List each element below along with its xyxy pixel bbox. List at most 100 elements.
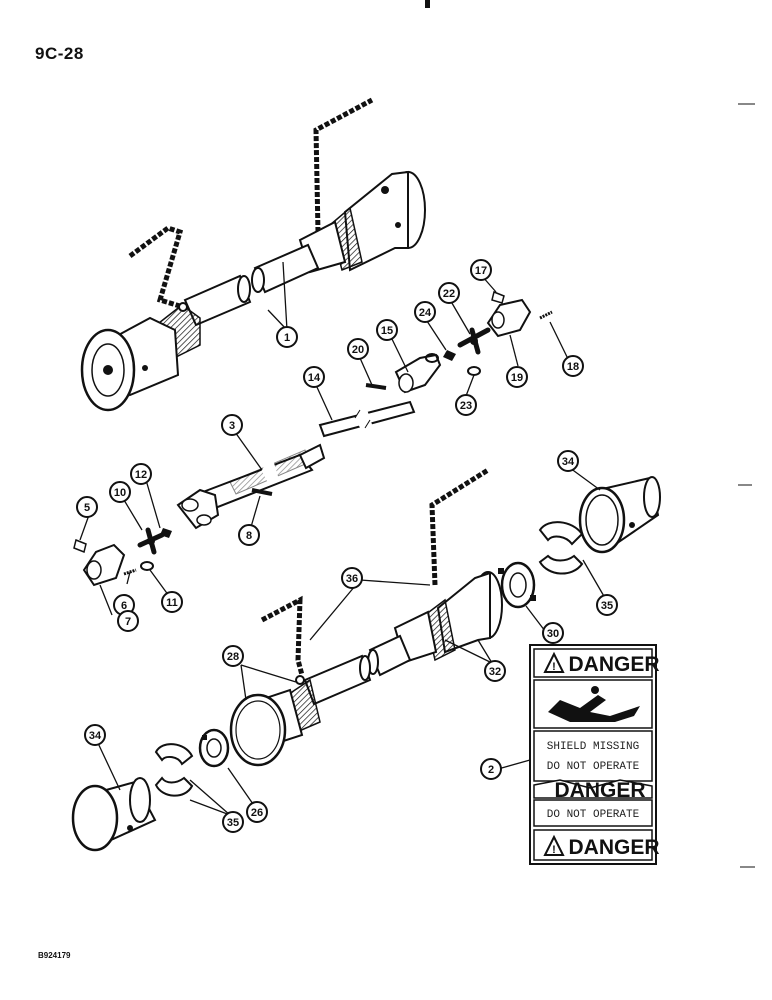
part-2-danger-decal: ! DANGER SHIELD MISSING DO NOT OPERATE D… — [529, 644, 660, 865]
svg-text:23: 23 — [460, 400, 472, 412]
svg-text:14: 14 — [308, 372, 321, 384]
svg-text:35: 35 — [601, 600, 613, 612]
upper-chain-right — [313, 97, 374, 233]
callout-34-upper: 34 — [557, 450, 579, 472]
callout-22: 22 — [438, 282, 460, 304]
entanglement-pictogram-icon — [548, 695, 640, 722]
callout-32: 32 — [484, 660, 506, 682]
callout-18: 18 — [562, 355, 584, 377]
svg-text:8: 8 — [246, 530, 252, 542]
svg-text:20: 20 — [352, 344, 364, 356]
svg-text:11: 11 — [166, 597, 178, 609]
part-30-bearing-ring — [498, 561, 536, 609]
part-35-upper-bearing-bottom — [538, 554, 584, 575]
part-34-lower-cone — [71, 777, 157, 852]
top-mark — [425, 0, 430, 8]
callout-20: 20 — [347, 338, 369, 360]
middle-shaft-part-3 — [176, 443, 326, 530]
svg-text:19: 19 — [511, 372, 523, 384]
lower-shaft-assembly — [229, 467, 503, 767]
decal-line-2: DO NOT OPERATE — [547, 761, 640, 773]
callout-14: 14 — [303, 366, 325, 388]
decal-title-top: DANGER — [568, 653, 659, 676]
svg-text:34: 34 — [562, 456, 575, 468]
lower-chain-right — [429, 467, 490, 586]
svg-text:!: ! — [552, 844, 556, 856]
svg-text:28: 28 — [227, 651, 239, 663]
callouts: 1 2 3 5 6 7 8 10 11 12 14 15 17 18 19 20… — [76, 259, 618, 833]
callout-2: 2 — [480, 758, 502, 780]
svg-text:17: 17 — [475, 265, 487, 277]
callout-11: 11 — [161, 591, 183, 613]
part-12-fitting — [160, 528, 172, 538]
upper-shaft-assembly — [80, 97, 426, 412]
svg-text:36: 36 — [346, 573, 358, 585]
page-number: 9C-28 — [35, 44, 84, 63]
part-35-lower-bearing-bottom — [154, 776, 194, 797]
callout-35-lower: 35 — [222, 811, 244, 833]
left-joint-parts — [73, 527, 172, 587]
part-5-grease-fitting — [73, 538, 87, 554]
part-24-fitting — [443, 350, 456, 361]
callout-36: 36 — [341, 567, 363, 589]
svg-text:10: 10 — [114, 487, 126, 499]
callout-28: 28 — [222, 645, 244, 667]
svg-text:1: 1 — [284, 332, 290, 344]
svg-text:5: 5 — [84, 502, 90, 514]
callout-34-lower: 34 — [84, 724, 106, 746]
callout-35-upper: 35 — [596, 594, 618, 616]
svg-text:22: 22 — [443, 288, 455, 300]
part-35-upper-bearing-top — [538, 521, 584, 546]
callout-17: 17 — [470, 259, 492, 281]
shield-parts — [71, 476, 661, 852]
lower-chain-left — [260, 595, 305, 676]
callout-30: 30 — [542, 622, 564, 644]
callout-10: 10 — [109, 481, 131, 503]
svg-text:3: 3 — [229, 420, 235, 432]
callout-7: 7 — [117, 610, 139, 632]
part-26-bearing-ring — [198, 728, 230, 768]
part-8-pin — [251, 488, 273, 496]
part-11-ring — [140, 561, 154, 571]
callout-1: 1 — [276, 326, 298, 348]
callout-26: 26 — [246, 801, 268, 823]
callout-8: 8 — [238, 524, 260, 546]
svg-text:15: 15 — [381, 325, 393, 337]
svg-text:24: 24 — [419, 307, 432, 319]
svg-text:32: 32 — [489, 666, 501, 678]
warning-triangle-icon-bottom — [543, 834, 565, 856]
svg-text:12: 12 — [135, 469, 147, 481]
part-17-grease-fitting — [491, 290, 505, 304]
warning-triangle-icon — [543, 651, 565, 673]
callout-3: 3 — [221, 414, 243, 436]
callout-24: 24 — [414, 301, 436, 323]
part-34-upper-cone — [578, 476, 661, 554]
leader-lines — [79, 261, 606, 816]
callout-19: 19 — [506, 366, 528, 388]
decal-line-1: SHIELD MISSING — [547, 741, 639, 753]
svg-text:35: 35 — [227, 817, 239, 829]
svg-text:!: ! — [552, 661, 556, 673]
decal-title-bottom: DANGER — [568, 836, 659, 859]
svg-text:7: 7 — [125, 616, 131, 628]
callout-15: 15 — [376, 319, 398, 341]
svg-text:6: 6 — [121, 600, 127, 612]
part-20-pin — [365, 383, 387, 390]
decal-overlap-fragment: DANGER — [554, 779, 645, 802]
part-18-pin — [539, 310, 553, 320]
svg-text:34: 34 — [89, 730, 102, 742]
svg-text:30: 30 — [547, 628, 559, 640]
upper-joint-parts — [318, 290, 553, 438]
part-23-ring — [467, 366, 481, 376]
decal-line-2-lower: DO NOT OPERATE — [547, 809, 640, 821]
figure-code: B924179 — [38, 951, 71, 960]
svg-text:2: 2 — [488, 764, 494, 776]
svg-text:26: 26 — [251, 807, 263, 819]
upper-chain-left — [128, 225, 184, 310]
callout-12: 12 — [130, 463, 152, 485]
callout-5: 5 — [76, 496, 98, 518]
svg-text:18: 18 — [567, 361, 579, 373]
callout-23: 23 — [455, 394, 477, 416]
